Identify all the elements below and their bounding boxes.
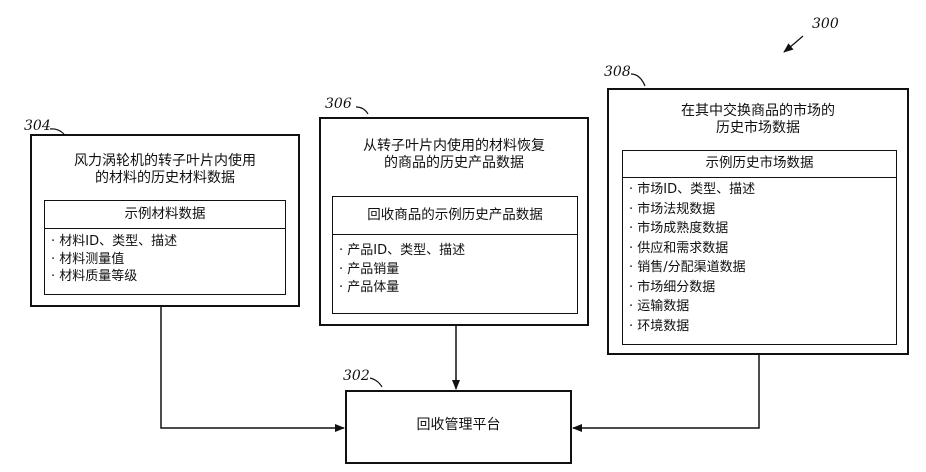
products-example-header: 回收商品的示例历史产品数据 [333, 197, 577, 235]
platform-ref-label: 302 [343, 368, 370, 384]
market-ref-label: 308 [604, 64, 631, 80]
products-ref-label: 306 [325, 96, 352, 112]
connector-materials-to-platform [161, 307, 344, 428]
list-item: 市场成熟度数据 [629, 219, 890, 239]
market-title: 在其中交换商品的市场的 历史市场数据 [609, 103, 907, 137]
materials-example-box: 示例材料数据 材料ID、类型、描述 材料测量值 材料质量等级 [44, 200, 286, 295]
market-example-box: 示例历史市场数据 市场ID、类型、描述 市场法规数据 市场成熟度数据 供应和需求… [622, 150, 897, 345]
figure-ref-label: 300 [812, 16, 839, 32]
list-item: 材料测量值 [51, 251, 279, 269]
list-item: 市场法规数据 [629, 200, 890, 220]
list-item: 产品ID、类型、描述 [339, 242, 571, 261]
leader-308 [631, 74, 645, 86]
materials-ref-label: 304 [24, 118, 51, 134]
connector-market-to-platform [573, 355, 759, 428]
materials-example-list: 材料ID、类型、描述 材料测量值 材料质量等级 [45, 229, 285, 286]
leader-302 [370, 378, 382, 387]
list-item: 销售/分配渠道数据 [629, 258, 890, 278]
market-data-box: 在其中交换商品的市场的 历史市场数据 示例历史市场数据 市场ID、类型、描述 市… [607, 88, 909, 355]
products-data-box: 从转子叶片内使用的材料恢复 的商品的历史产品数据 回收商品的示例历史产品数据 产… [319, 117, 589, 326]
list-item: 产品销量 [339, 261, 571, 280]
list-item: 供应和需求数据 [629, 239, 890, 259]
list-item: 产品体量 [339, 279, 571, 298]
products-title: 从转子叶片内使用的材料恢复 的商品的历史产品数据 [321, 138, 587, 172]
products-example-box: 回收商品的示例历史产品数据 产品ID、类型、描述 产品销量 产品体量 [332, 196, 578, 314]
recycling-platform-box: 回收管理平台 [345, 390, 572, 464]
products-example-list: 产品ID、类型、描述 产品销量 产品体量 [333, 235, 577, 298]
list-item: 材料质量等级 [51, 268, 279, 286]
platform-label: 回收管理平台 [347, 414, 570, 434]
materials-data-box: 风力涡轮机的转子叶片内使用 的材料的历史材料数据 示例材料数据 材料ID、类型、… [30, 134, 300, 307]
leader-306 [356, 107, 368, 114]
market-example-list: 市场ID、类型、描述 市场法规数据 市场成熟度数据 供应和需求数据 销售/分配渠… [623, 178, 896, 336]
materials-title: 风力涡轮机的转子叶片内使用 的材料的历史材料数据 [32, 153, 298, 187]
list-item: 环境数据 [629, 317, 890, 337]
market-example-header: 示例历史市场数据 [623, 151, 896, 178]
list-item: 市场细分数据 [629, 278, 890, 298]
list-item: 运输数据 [629, 297, 890, 317]
list-item: 材料ID、类型、描述 [51, 233, 279, 251]
leader-300 [784, 36, 803, 52]
list-item: 市场ID、类型、描述 [629, 180, 890, 200]
materials-example-header: 示例材料数据 [45, 201, 285, 229]
